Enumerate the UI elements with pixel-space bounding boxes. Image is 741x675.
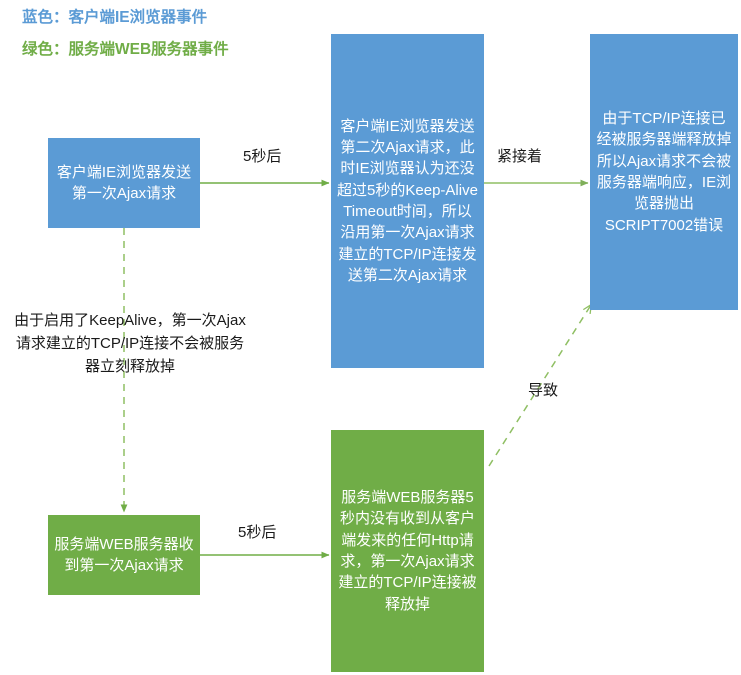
legend-green-label: 绿色：服务端WEB服务器事件 <box>22 41 229 58</box>
node-client-first-request[interactable]: 客户端IE浏览器发送第一次Ajax请求 <box>48 138 200 228</box>
node-client-second-request[interactable]: 客户端IE浏览器发送第二次Ajax请求，此时IE浏览器认为还没超过5秒的Keep… <box>331 34 484 368</box>
arrow-label-causes: 导致 <box>528 382 559 399</box>
node-server-released-connection[interactable]: 服务端WEB服务器5秒内没有收到从客户端发来的任何Http请求，第一次Ajax请… <box>331 430 484 672</box>
legend-blue-label: 蓝色：客户端IE浏览器事件 <box>22 9 208 26</box>
node-server-received-first-request[interactable]: 服务端WEB服务器收到第一次Ajax请求 <box>48 515 200 595</box>
note-keepalive: 由于启用了KeepAlive，第一次Ajax请求建立的TCP/IP连接不会被服务… <box>14 312 246 375</box>
arrow-label-five-seconds-bottom: 5秒后 <box>238 524 277 541</box>
arrow-label-immediately: 紧接着 <box>497 148 543 165</box>
node-script-error[interactable]: 由于TCP/IP连接已经被服务器端释放掉所以Ajax请求不会被服务器端响应，IE… <box>590 34 738 310</box>
arrow-label-five-seconds-top: 5秒后 <box>243 148 282 165</box>
